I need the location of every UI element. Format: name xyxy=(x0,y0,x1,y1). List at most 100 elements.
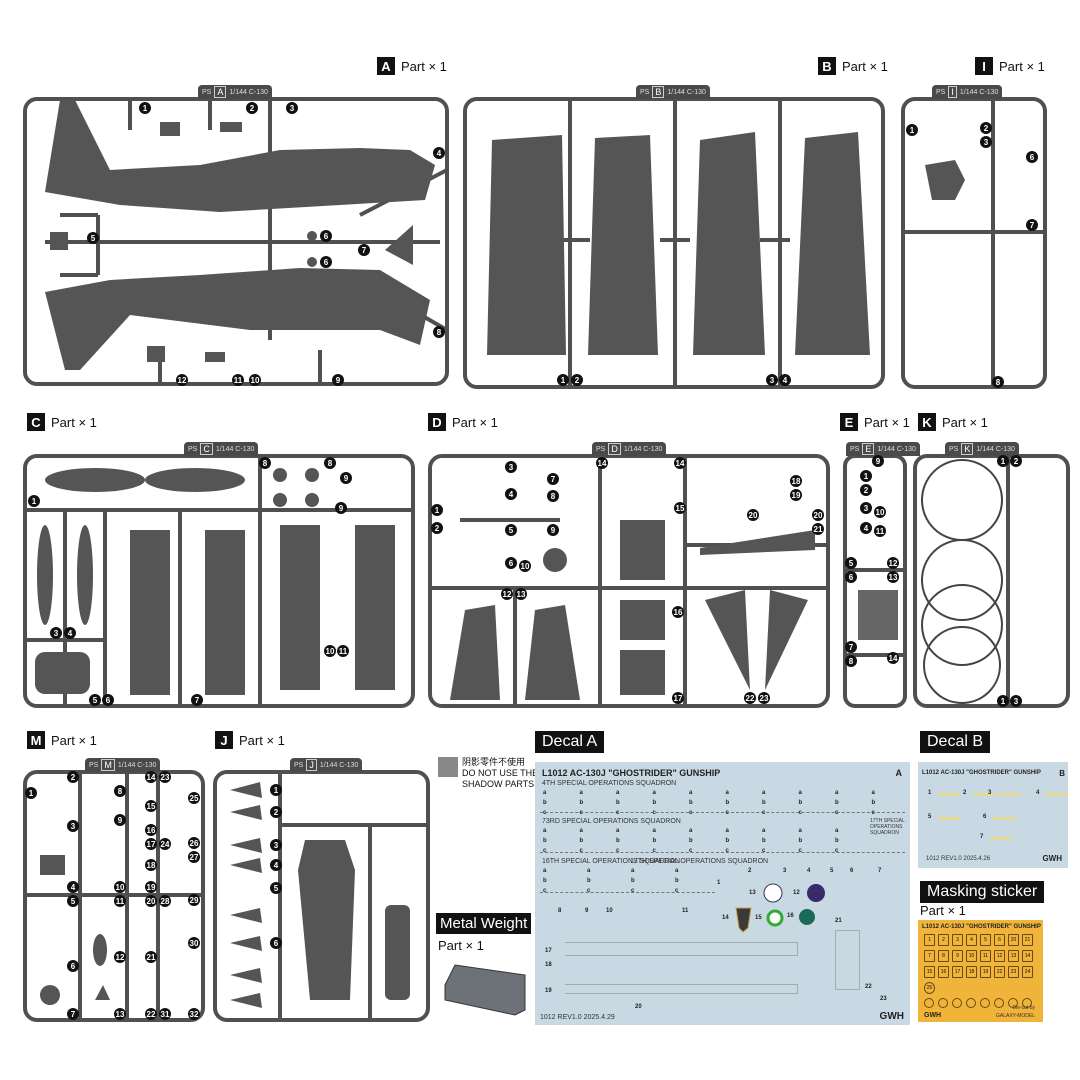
masking-shape: 14 xyxy=(1022,950,1033,962)
masking-shape: 16 xyxy=(938,966,949,978)
propeller-spinner xyxy=(230,782,262,1008)
part-number: 11 xyxy=(114,895,126,907)
sprue-i-frame xyxy=(901,97,1047,389)
part-a-small xyxy=(205,352,225,362)
sprue-d-runners xyxy=(430,456,828,706)
masking-shape: 6 xyxy=(994,934,1005,946)
sprue-letter: A xyxy=(377,57,395,75)
decal-row-letter: c xyxy=(675,888,679,894)
part-d-strip xyxy=(700,530,815,555)
decal-b-title: Decal B xyxy=(920,731,991,753)
part-d-block xyxy=(620,650,665,695)
sprue-quantity: Part × 1 xyxy=(51,414,97,430)
part-number: 18 xyxy=(790,475,802,487)
decal-row-letter: c xyxy=(871,810,875,816)
part-c-disc xyxy=(273,493,287,507)
part-m-cone xyxy=(95,985,110,1000)
part-number: 6 xyxy=(320,230,332,242)
masking-shape: 2 xyxy=(938,934,949,946)
decal-row-letter: b xyxy=(543,838,547,844)
masking-qty: Part × 1 xyxy=(920,903,966,918)
metal-weight-qty: Part × 1 xyxy=(438,938,484,953)
decal-b-brand: GWH xyxy=(1042,854,1062,863)
part-number: 20 xyxy=(812,509,824,521)
part-number: 2 xyxy=(270,806,282,818)
part-e-strip xyxy=(858,590,898,640)
part-number: 10 xyxy=(114,881,126,893)
part-number: 3 xyxy=(286,102,298,114)
shadow-legend-en1: DO NOT USE THE xyxy=(462,768,539,778)
masking-shape: 15 xyxy=(924,966,935,978)
decal-row-letter: a xyxy=(616,828,620,834)
sprue-i-runners xyxy=(903,99,1045,387)
decal-row-letter: c xyxy=(762,848,766,854)
decal-row-letter: c xyxy=(652,848,656,854)
decal-a-letter: A xyxy=(895,768,903,778)
decal-b-footer: 1012 REV1.0 2025.4.26 xyxy=(926,856,991,862)
decal-row-letter: c xyxy=(725,810,729,816)
decal-row-letter: a xyxy=(762,828,766,834)
decal-row-letter: b xyxy=(762,800,766,806)
decal-row-letter: c xyxy=(689,848,693,854)
decal-number: 7 xyxy=(878,868,882,874)
decal-a-title: Decal A xyxy=(535,731,605,753)
decal-row-letter: a xyxy=(725,828,729,834)
decal-row-letter: b xyxy=(587,878,591,884)
part-number: 4 xyxy=(64,627,76,639)
part-number: 4 xyxy=(433,147,445,159)
part-number: 12 xyxy=(887,557,899,569)
decal-number: 11 xyxy=(682,908,689,914)
part-number: 24 xyxy=(159,838,171,850)
part-i-canopy xyxy=(925,160,965,200)
sprue-tag-letter: C xyxy=(200,443,213,455)
wing-panel xyxy=(693,132,765,355)
decal-row-letter: a xyxy=(543,828,547,834)
part-c-floor xyxy=(205,530,245,695)
masking-heading: L1012 AC-130J "GHOSTRIDER" GUNSHIP xyxy=(922,924,1041,930)
sprue-letter: D xyxy=(428,413,446,431)
masking-shape: 1 xyxy=(924,934,935,946)
decal-row-letter: c xyxy=(835,810,839,816)
insignia-14 xyxy=(735,907,752,933)
decal-row-letter: b xyxy=(675,878,679,884)
part-a-small xyxy=(160,122,180,136)
metal-weight-title: Metal Weight xyxy=(436,913,532,934)
decal-row-letter: a xyxy=(587,868,591,874)
decal-row-letter: b xyxy=(579,838,584,844)
sprue-j-frame xyxy=(213,770,430,1022)
masking-circle xyxy=(1008,998,1018,1008)
part-number: 29 xyxy=(188,894,200,906)
part-number: 1 xyxy=(25,787,37,799)
part-number: 5 xyxy=(89,694,101,706)
part-number: 2 xyxy=(980,122,992,134)
sprue-quantity: Part × 1 xyxy=(401,58,447,74)
decal-number: 2 xyxy=(748,868,752,874)
part-number: 13 xyxy=(114,1008,126,1020)
decal-number: 22 xyxy=(865,984,872,990)
masking-shape: 22 xyxy=(994,966,1005,978)
decal-row-letter: b xyxy=(543,800,547,806)
part-c-door xyxy=(35,652,90,694)
decal-fin-outline xyxy=(835,930,860,990)
part-number: 19 xyxy=(790,489,802,501)
masking-shape: 9 xyxy=(952,950,963,962)
part-number: 1 xyxy=(139,102,151,114)
part-number: 7 xyxy=(1026,219,1038,231)
decal-row-letter: b xyxy=(616,838,620,844)
insignia-12 xyxy=(807,884,825,902)
insignia-13 xyxy=(763,883,783,903)
decal-b-stripe xyxy=(973,793,995,796)
wing-panel xyxy=(795,132,870,355)
decal-b-stripe xyxy=(990,837,1012,840)
part-c-disc xyxy=(273,468,287,482)
sprue-tag-ps: PS xyxy=(188,445,198,453)
part-number: 11 xyxy=(874,525,886,537)
masking-shape: 25 xyxy=(924,982,935,994)
decal-row-letter: b xyxy=(725,800,730,806)
masking-shape: 19 xyxy=(980,966,991,978)
propeller-disc xyxy=(921,459,1003,541)
decal-number: 17 xyxy=(545,948,552,954)
part-number: 14 xyxy=(145,771,157,783)
